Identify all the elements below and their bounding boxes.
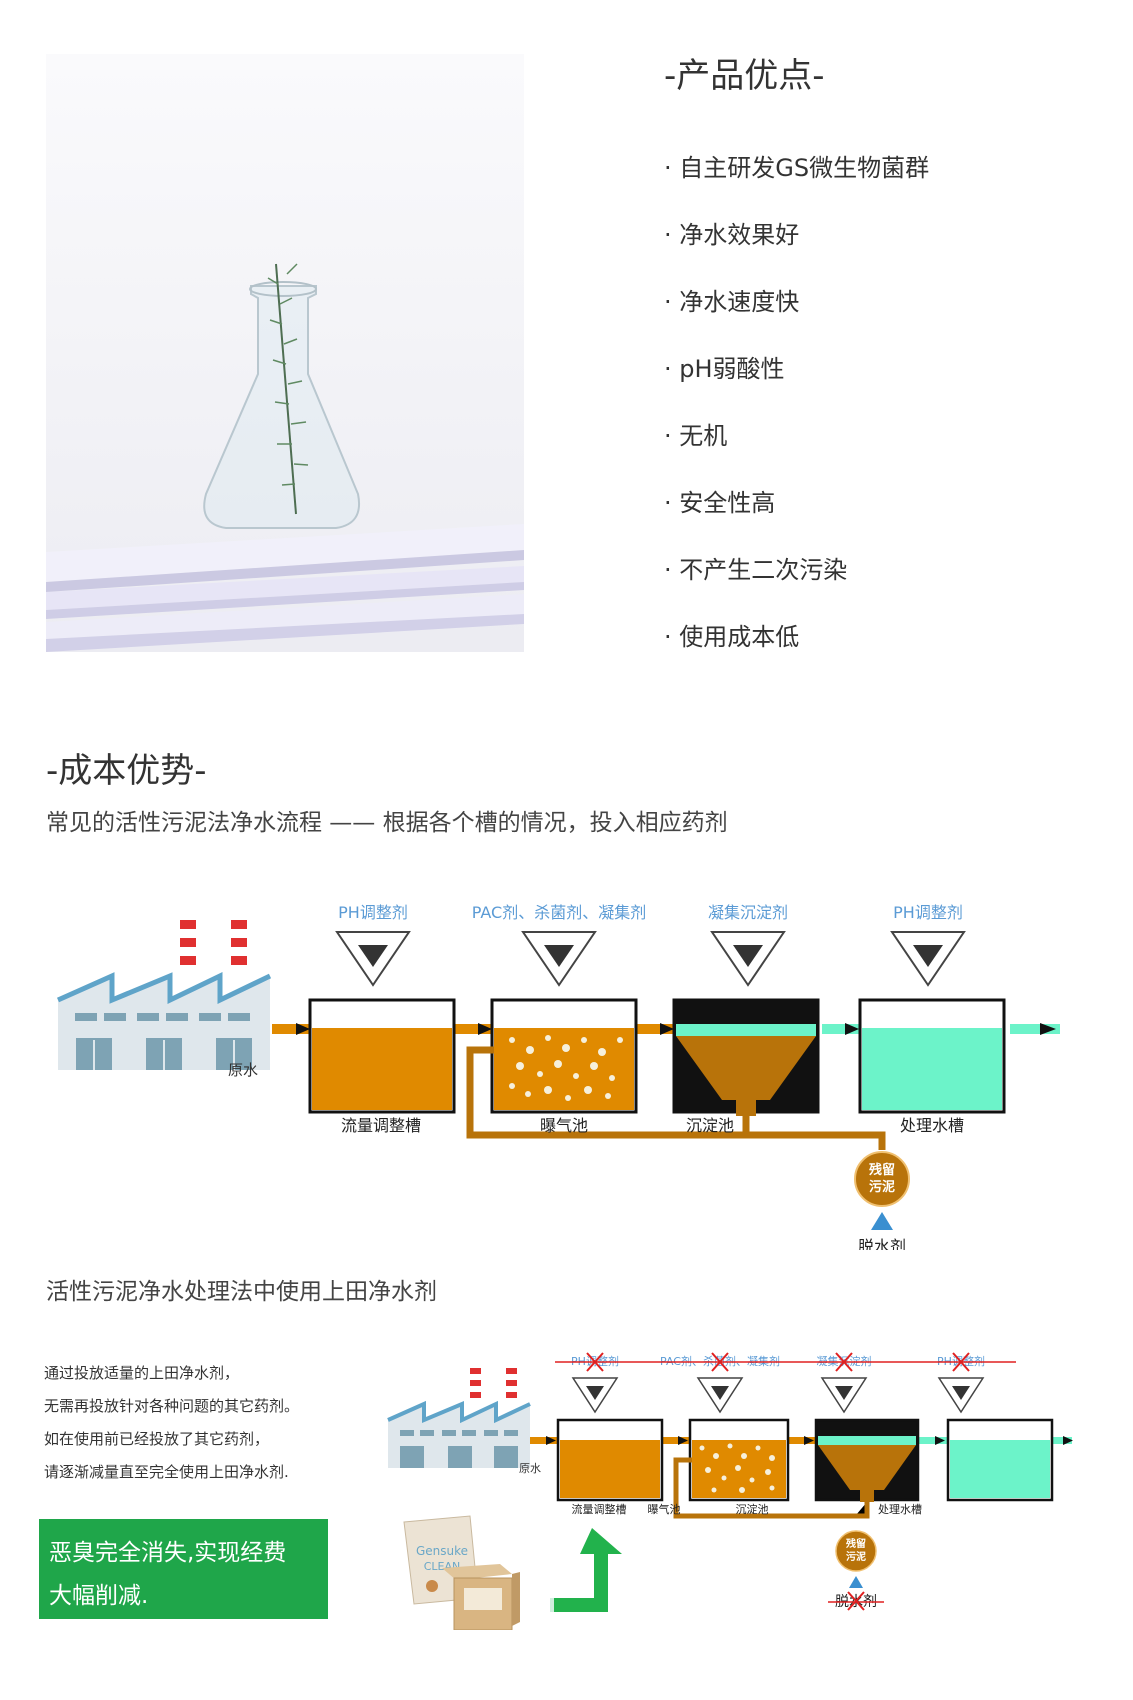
- tank-label: 流量调整槽: [341, 1116, 421, 1135]
- advantage-item: · 无机: [664, 422, 728, 450]
- chemical-label: PH调整剂: [893, 903, 963, 922]
- chemical-label: PH调整剂: [338, 903, 408, 922]
- tank-label: 流量调整槽: [572, 1502, 627, 1516]
- sludge-circle: [835, 1530, 877, 1572]
- highlight-line: 大幅削减.: [49, 1583, 149, 1609]
- tank-label: 处理水槽: [878, 1503, 922, 1516]
- cost-subtitle-standard: 常见的活性污泥法净水流程 —— 根据各个槽的情况，投入相应药剂: [46, 810, 728, 836]
- cost-subtitle-gensuke: 活性污泥净水处理法中使用上田净水剂: [46, 1279, 437, 1305]
- sludge-label: 残留: [869, 1162, 895, 1178]
- cross-icon: [586, 1352, 970, 1372]
- advantage-item: · 自主研发GS微生物菌群: [664, 154, 930, 182]
- advantage-item: · 净水速度快: [664, 288, 800, 316]
- sludge-label: 污泥: [846, 1550, 866, 1563]
- advantage-item: · 安全性高: [664, 489, 776, 517]
- standard-process-diagram: 原水 PH调整剂 PAC剂、杀菌剂、凝集剂 凝集沉淀剂 PH调整剂: [56, 903, 1060, 1250]
- dewater-label: 脱水剂: [858, 1237, 906, 1250]
- raw-water-label: 原水: [228, 1061, 258, 1079]
- dosing-triangle-icon: [335, 931, 966, 987]
- tank-label: 曝气池: [648, 1502, 681, 1516]
- gensuke-product-icon: Gensuke CLEAN: [403, 1515, 520, 1630]
- highlight-box: 恶臭完全消失,实现经费 大幅削减.: [39, 1519, 328, 1619]
- up-arrow-icon: [849, 1576, 863, 1588]
- factory-icon: [56, 920, 272, 1070]
- cost-title: -成本优势-: [46, 751, 207, 791]
- tank-label: 处理水槽: [900, 1116, 964, 1135]
- description-line: 通过投放适量的上田净水剂，: [44, 1364, 240, 1382]
- raw-water-label: 原水: [519, 1462, 541, 1475]
- highlight-line: 恶臭完全消失,实现经费: [49, 1540, 287, 1566]
- sludge-circle: [854, 1151, 910, 1207]
- gensuke-process-diagram: PH调整剂 PAC剂、杀菌剂、凝集剂 凝集沉淀剂 PH调整剂 原水: [387, 1352, 1073, 1630]
- sludge-label: 污泥: [869, 1179, 895, 1195]
- product-name: Gensuke: [416, 1544, 468, 1558]
- advantage-item: · 净水效果好: [664, 221, 800, 249]
- green-arrow-icon: [550, 1528, 622, 1612]
- description-line: 请逐渐减量直至完全使用上田净水剂.: [44, 1463, 289, 1481]
- product-photo: [46, 54, 524, 652]
- description-line: 无需再投放针对各种问题的其它药剂。: [44, 1397, 300, 1415]
- dosing-triangle-icon: [571, 1377, 985, 1414]
- advantages-title: -产品优点-: [664, 56, 825, 96]
- advantage-item: · 使用成本低: [664, 623, 800, 651]
- advantage-item: · pH弱酸性: [664, 355, 785, 383]
- advantage-item: · 不产生二次污染: [664, 556, 848, 584]
- up-arrow-icon: [871, 1212, 893, 1230]
- flask-illustration: [46, 54, 524, 652]
- chemical-label: 凝集沉淀剂: [708, 903, 788, 922]
- tank-label: 沉淀池: [686, 1116, 734, 1135]
- factory-icon: [387, 1368, 531, 1468]
- sludge-label: 残留: [846, 1537, 866, 1550]
- tank-label: 曝气池: [540, 1116, 588, 1135]
- cross-icon: [847, 1591, 865, 1611]
- chemical-label: PAC剂、杀菌剂、凝集剂: [472, 903, 646, 922]
- description-line: 如在使用前已经投放了其它药剂，: [44, 1430, 270, 1448]
- tank-label: 沉淀池: [736, 1502, 769, 1516]
